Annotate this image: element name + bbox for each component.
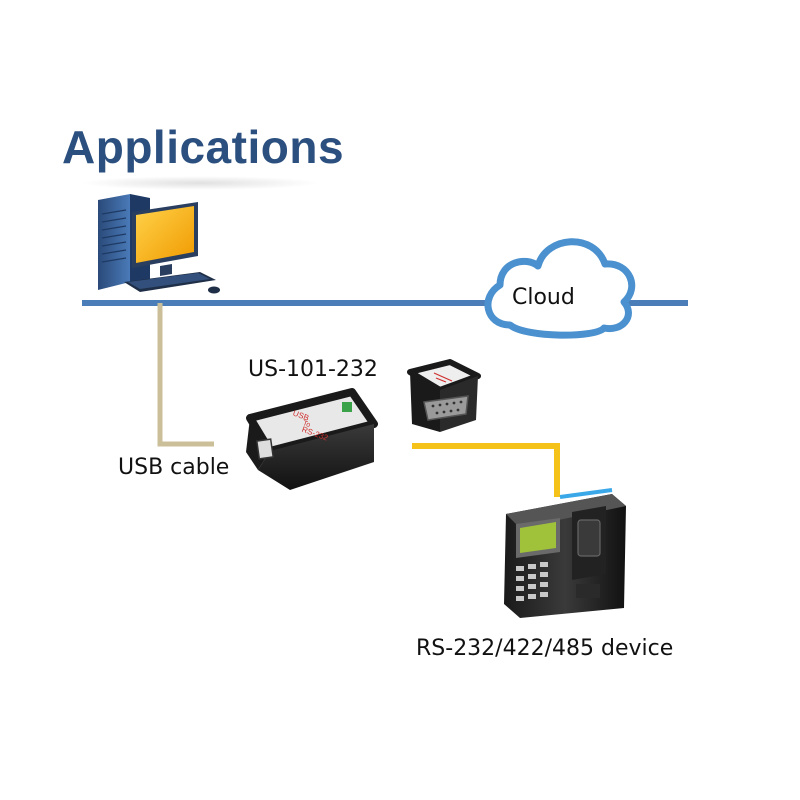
converter-text-line-2: To [302,420,311,429]
model-label: US-101-232 [248,357,378,382]
usb-cable [157,303,214,447]
serial-module [407,359,481,432]
computer-icon [98,194,220,294]
cloud-label: Cloud [512,285,575,310]
fingerprint-terminal-icon [504,488,626,618]
device-label: RS-232/422/485 device [416,636,674,661]
page-title: Applications [62,121,345,173]
serial-cable [412,443,560,497]
cloud-icon [484,238,636,339]
usb-to-rs232-converter: USB To RS-232 [246,388,378,490]
title-shadow [80,176,320,190]
usb-cable-label: USB cable [118,455,230,480]
